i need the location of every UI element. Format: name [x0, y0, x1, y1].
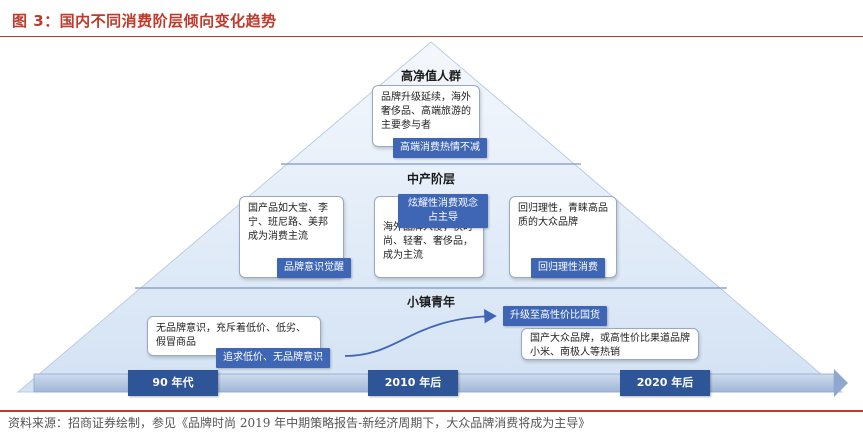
timeline-arrow-tip	[834, 369, 848, 397]
upgrade-arrow	[344, 309, 497, 357]
timeline-label-2010s: 2010 年后	[368, 370, 458, 396]
middle-tier-tag-3: 回归理性消费	[531, 258, 605, 278]
top-tier-card-text: 品牌升级延续，海外奢侈品、高端旅游的主要参与者	[381, 92, 471, 131]
timeline-label-2020s: 2020 年后	[620, 370, 710, 396]
top-tier-tag: 高端消费热情不减	[393, 138, 487, 158]
bottom-tier-card-2-text: 国产大众品牌，或高性价比果道品牌小米、南极人等热销	[530, 333, 690, 358]
title-divider	[0, 36, 863, 37]
bottom-tier-card-1-text: 无品牌意识，充斥着低价、低劣、假冒商品	[156, 323, 306, 348]
source-divider	[0, 410, 863, 412]
top-tier-card: 品牌升级延续，海外奢侈品、高端旅游的主要参与者	[372, 85, 480, 147]
bottom-tier-tag-1: 追求低价、无品牌意识	[216, 348, 330, 368]
timeline-label-90s: 90 年代	[128, 370, 218, 396]
bottom-tier-upgrade-tag: 升级至高性价比国货	[503, 306, 607, 326]
tier-label-high-net-worth: 高净值人群	[400, 69, 462, 83]
bottom-tier-card-2: 国产大众品牌，或高性价比果道品牌小米、南极人等热销	[521, 328, 699, 360]
tier-label-middle-class: 中产阶层	[406, 172, 456, 186]
middle-tier-tag-2: 炫耀性消费观念占主导	[398, 194, 488, 228]
figure-title: 图 3：国内不同消费阶层倾向变化趋势	[12, 12, 277, 30]
source-note: 资料来源：招商证券绘制，参见《品牌时尚 2019 年中期策略报告-新经济周期下，…	[8, 416, 591, 430]
tier-label-small-town-youth: 小镇青年	[406, 295, 456, 309]
middle-tier-card-1-text: 国产品如大宝、李宁、班尼路、美邦成为消费主流	[248, 203, 328, 242]
middle-tier-tag-1: 品牌意识觉醒	[277, 258, 351, 278]
middle-tier-card-3-text: 回归理性，青睐高品质的大众品牌	[518, 203, 608, 228]
